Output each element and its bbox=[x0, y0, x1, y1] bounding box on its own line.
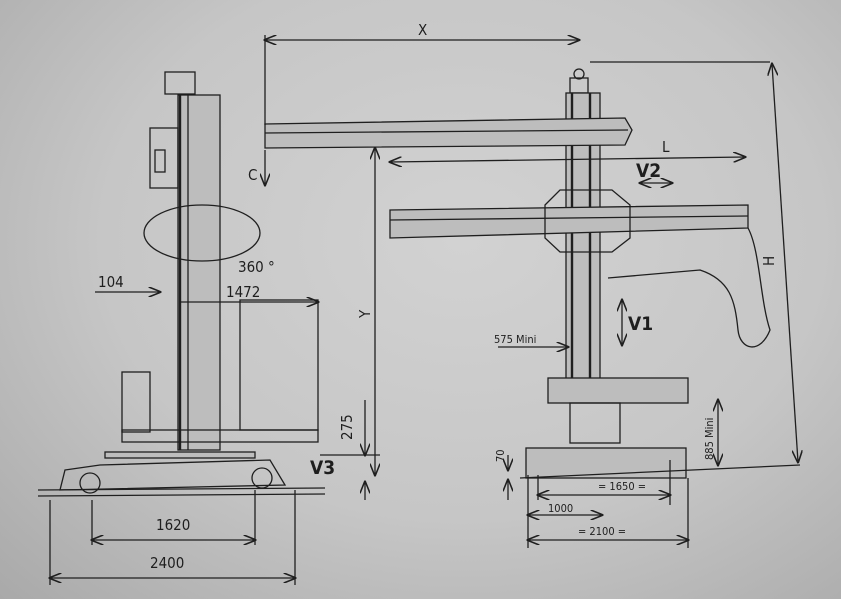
label-h: H bbox=[760, 256, 778, 266]
label-v2: V2 bbox=[636, 160, 661, 182]
label-l: L bbox=[662, 138, 670, 156]
dim-1000: 1000 bbox=[548, 502, 573, 515]
label-v1: V1 bbox=[628, 313, 653, 335]
dim-70: 70 bbox=[494, 449, 507, 462]
dim-2400: 2400 bbox=[150, 554, 184, 572]
rotation-ellipse bbox=[143, 204, 261, 262]
label-v3: V3 bbox=[310, 457, 335, 479]
side-view bbox=[37, 71, 380, 585]
dim-1472: 1472 bbox=[226, 283, 260, 301]
dim-885-mini: 885 Mini bbox=[703, 418, 716, 460]
label-360-deg: 360 ° bbox=[238, 258, 275, 276]
dim-275: 275 bbox=[338, 414, 356, 440]
dim-1620: 1620 bbox=[156, 516, 190, 534]
dim-104: 104 bbox=[98, 273, 124, 291]
dim-1650: = 1650 = bbox=[598, 480, 646, 493]
front-view bbox=[265, 35, 800, 548]
label-y: Y bbox=[356, 309, 374, 319]
label-x: X bbox=[418, 21, 427, 39]
dim-2100: = 2100 = bbox=[578, 525, 626, 538]
label-c: C bbox=[248, 166, 257, 184]
dim-575-mini: 575 Mini bbox=[494, 333, 536, 346]
